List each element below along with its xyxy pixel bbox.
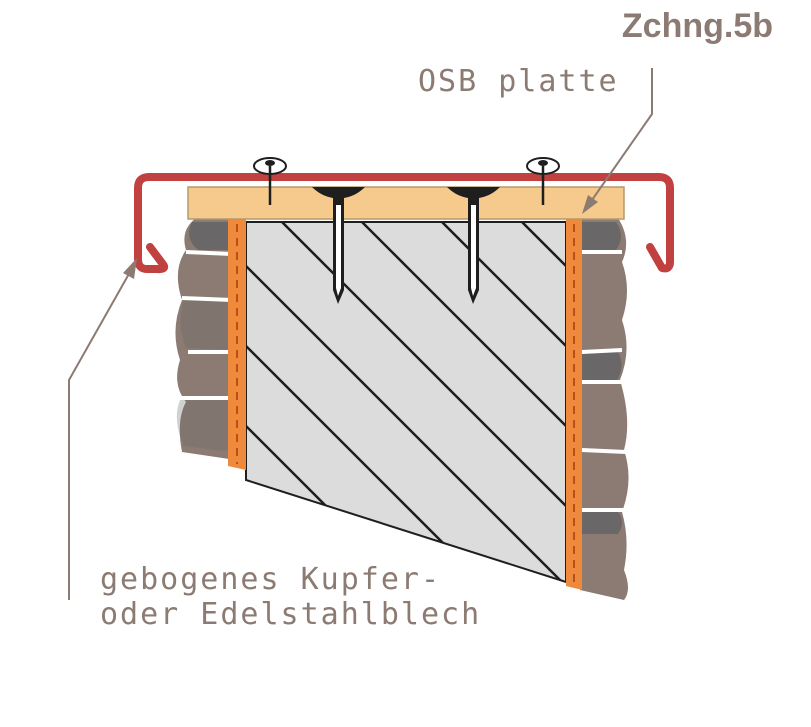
sheet-metal-leader-arrow bbox=[68, 258, 137, 600]
osb-label: OSB platte bbox=[418, 64, 619, 99]
left-insulation-strip bbox=[228, 218, 246, 470]
left-stone-wall bbox=[175, 218, 236, 460]
sheet-metal-label-line-1: gebogenes Kupfer- bbox=[100, 562, 441, 597]
nail-icon bbox=[447, 187, 500, 304]
core-hatching bbox=[246, 222, 566, 582]
drawing-number: Zchng.5b bbox=[622, 7, 773, 45]
osb-leader-arrow bbox=[582, 68, 653, 214]
right-stone-wall bbox=[580, 218, 629, 600]
sheet-metal-label-line-2: oder Edelstahlblech bbox=[100, 597, 481, 632]
screw-with-washer-icon bbox=[526, 157, 560, 205]
osb-board bbox=[187, 186, 625, 220]
nail-icon bbox=[312, 187, 365, 304]
screw-with-washer-icon bbox=[253, 157, 287, 205]
right-insulation-strip bbox=[566, 218, 582, 590]
wall-core bbox=[245, 221, 567, 584]
sheet-metal-coping bbox=[134, 173, 674, 274]
